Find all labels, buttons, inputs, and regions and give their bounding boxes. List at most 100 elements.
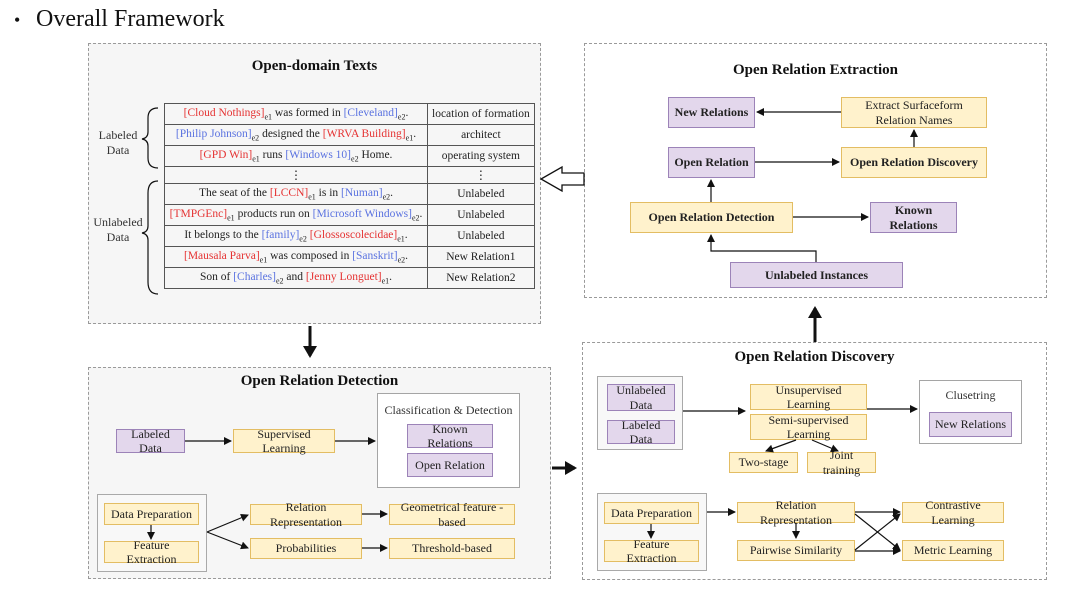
- open-relation-extraction-title: Open Relation Extraction: [733, 62, 898, 78]
- entity-subscript: e1: [259, 255, 268, 265]
- sentence-text: .: [404, 228, 408, 241]
- sentence-text: was formed in: [272, 106, 344, 119]
- entity-subscript: e1: [264, 112, 273, 122]
- entity-subscript: e1: [397, 234, 405, 244]
- labeled-brace: [141, 107, 159, 169]
- open-domain-texts-title: Open-domain Texts: [251, 58, 378, 74]
- arrow-pairwise-to-contrastive: [854, 513, 901, 551]
- ore-open-relation-box: Open Relation: [668, 147, 755, 178]
- hollow-arrow-extraction-to-texts: [539, 165, 585, 193]
- sentence-cell: The seat of the [LCCN]e1 is in [Numan]e2…: [164, 183, 428, 205]
- sentence-text: designed the: [259, 127, 323, 140]
- entity-mention: [WRVA Building]: [322, 127, 406, 140]
- sentence-text: .: [390, 186, 393, 199]
- entity-subscript: e2: [382, 192, 391, 202]
- open-relation-detection-title: Open Relation Detection: [240, 373, 399, 389]
- ord-labeled-data-box: Labeled Data: [116, 427, 185, 455]
- sentence-text: .: [389, 270, 393, 283]
- relation-cell: location of formation: [427, 103, 535, 125]
- ord-geometrical-box: Geometrical feature -based: [389, 500, 515, 529]
- relation-cell: New Relation1: [427, 246, 535, 268]
- relation-table-body: [Cloud Nothings]e1 was formed in [Clevel…: [164, 103, 535, 289]
- relation-cell: operating system: [427, 145, 535, 167]
- ordisc-metric-learning-box: Metric Learning: [902, 540, 1004, 561]
- ordisc-clustering-label: Clusetring: [945, 388, 996, 402]
- entity-mention: [family]: [261, 228, 300, 241]
- arrow-semi-to-twostage: [765, 439, 797, 453]
- sentence-text: Home.: [358, 148, 393, 161]
- arrow-frame-to-relrep: [206, 513, 249, 533]
- ord-open-relation-box: Open Relation: [407, 453, 493, 477]
- entity-mention: [TMPGEnc]: [169, 207, 228, 220]
- relation-table-wrapper: [Cloud Nothings]e1 was formed in [Clevel…: [164, 103, 535, 289]
- entity-mention: [Sanskrit]: [352, 249, 398, 262]
- entity-mention: [Windows 10]: [285, 148, 352, 161]
- sentence-text: .: [405, 106, 409, 119]
- entity-subscript: e1: [381, 276, 390, 286]
- ord-threshold-box: Threshold-based: [389, 538, 515, 559]
- entity-mention: [Cloud Nothings]: [183, 106, 265, 119]
- ellipsis-cell: ⋮: [427, 166, 535, 184]
- relation-cell: Unlabeled: [427, 204, 535, 226]
- ordisc-feature-extraction-box: Feature Extraction: [604, 537, 699, 565]
- ordisc-pairwise-similarity-box: Pairwise Similarity: [737, 540, 855, 561]
- sentence-text: runs: [259, 148, 286, 161]
- ore-unlabeled-instances-box: Unlabeled Instances: [730, 262, 903, 288]
- entity-subscript: e2: [397, 112, 406, 122]
- ellipsis-cell: ⋮: [164, 166, 428, 184]
- ordisc-unsupervised-learning-box: Unsupervised Learning: [750, 383, 867, 411]
- entity-subscript: e1: [227, 213, 235, 223]
- arrow-unlabeled-to-detection: [707, 234, 817, 262]
- entity-mention: [Microsoft Windows]: [312, 207, 412, 220]
- entity-subscript: e1: [308, 192, 316, 202]
- ore-known-relations-box: Known Relations: [870, 202, 957, 233]
- entity-subscript: e2: [275, 276, 284, 286]
- table-row: The seat of the [LCCN]e1 is in [Numan]e2…: [164, 183, 535, 205]
- sentence-cell: Son of [Charles]e2 and [Jenny Longuet]e1…: [164, 267, 428, 289]
- sentence-text: It belongs to the: [184, 228, 262, 241]
- arrow-frame-to-prob: [206, 531, 249, 550]
- sentence-text: is in: [315, 186, 342, 199]
- entity-mention: [Jenny Longuet]: [305, 270, 382, 283]
- ordisc-two-stage-box: Two-stage: [729, 452, 798, 473]
- sentence-text: .: [419, 207, 423, 220]
- sentence-text: .: [405, 249, 408, 262]
- ord-probabilities-box: Probabilities: [250, 538, 362, 559]
- bullet-icon: •: [14, 10, 21, 30]
- ordisc-labeled-data-box: Labeled Data: [607, 418, 675, 446]
- entity-subscript: e2: [299, 234, 307, 244]
- entity-subscript: e2: [397, 255, 406, 265]
- ordisc-data-preparation-box: Data Preparation: [604, 502, 699, 524]
- relation-table: [Cloud Nothings]e1 was formed in [Clevel…: [164, 103, 535, 289]
- ellipsis-row: ⋮⋮: [164, 166, 535, 184]
- entity-subscript: e1: [252, 154, 260, 164]
- entity-mention: [Numan]: [341, 186, 383, 199]
- ore-open-relation-discovery-box: Open Relation Discovery: [841, 147, 987, 178]
- entity-subscript: e2: [411, 213, 420, 223]
- sentence-text: .: [413, 127, 417, 140]
- entity-mention: [Mausala Parva]: [183, 249, 260, 262]
- ord-classification-detection-label: Classification & Detection: [384, 403, 513, 417]
- sentence-cell: [Cloud Nothings]e1 was formed in [Clevel…: [164, 103, 428, 125]
- table-row: [Cloud Nothings]e1 was formed in [Clevel…: [164, 103, 535, 125]
- ore-open-relation-detection-box: Open Relation Detection: [630, 202, 793, 233]
- relation-cell: Unlabeled: [427, 225, 535, 247]
- arrow-semi-to-joint: [811, 439, 839, 452]
- entity-subscript: e2: [251, 133, 260, 143]
- entity-mention: [Cleveland]: [343, 106, 398, 119]
- entity-mention: [GPD Win]: [199, 148, 253, 161]
- ore-extract-surfaceform-box: Extract Surfaceform Relation Names: [841, 97, 987, 128]
- page-header: •Overall Framework: [14, 6, 225, 33]
- sentence-cell: [GPD Win]e1 runs [Windows 10]e2 Home.: [164, 145, 428, 167]
- entity-mention: [Philip Johnson]: [175, 127, 252, 140]
- sentence-cell: [TMPGEnc]e1 products run on [Microsoft W…: [164, 204, 428, 226]
- ord-known-relations-box: Known Relations: [407, 422, 493, 450]
- ordisc-new-relations-box: New Relations: [929, 412, 1012, 437]
- ord-feature-extraction-box: Feature Extraction: [104, 538, 199, 566]
- sentence-text: was composed in: [267, 249, 353, 262]
- open-relation-discovery-title: Open Relation Discovery: [734, 349, 895, 365]
- ord-relation-representation-box: Relation Representation: [250, 500, 362, 529]
